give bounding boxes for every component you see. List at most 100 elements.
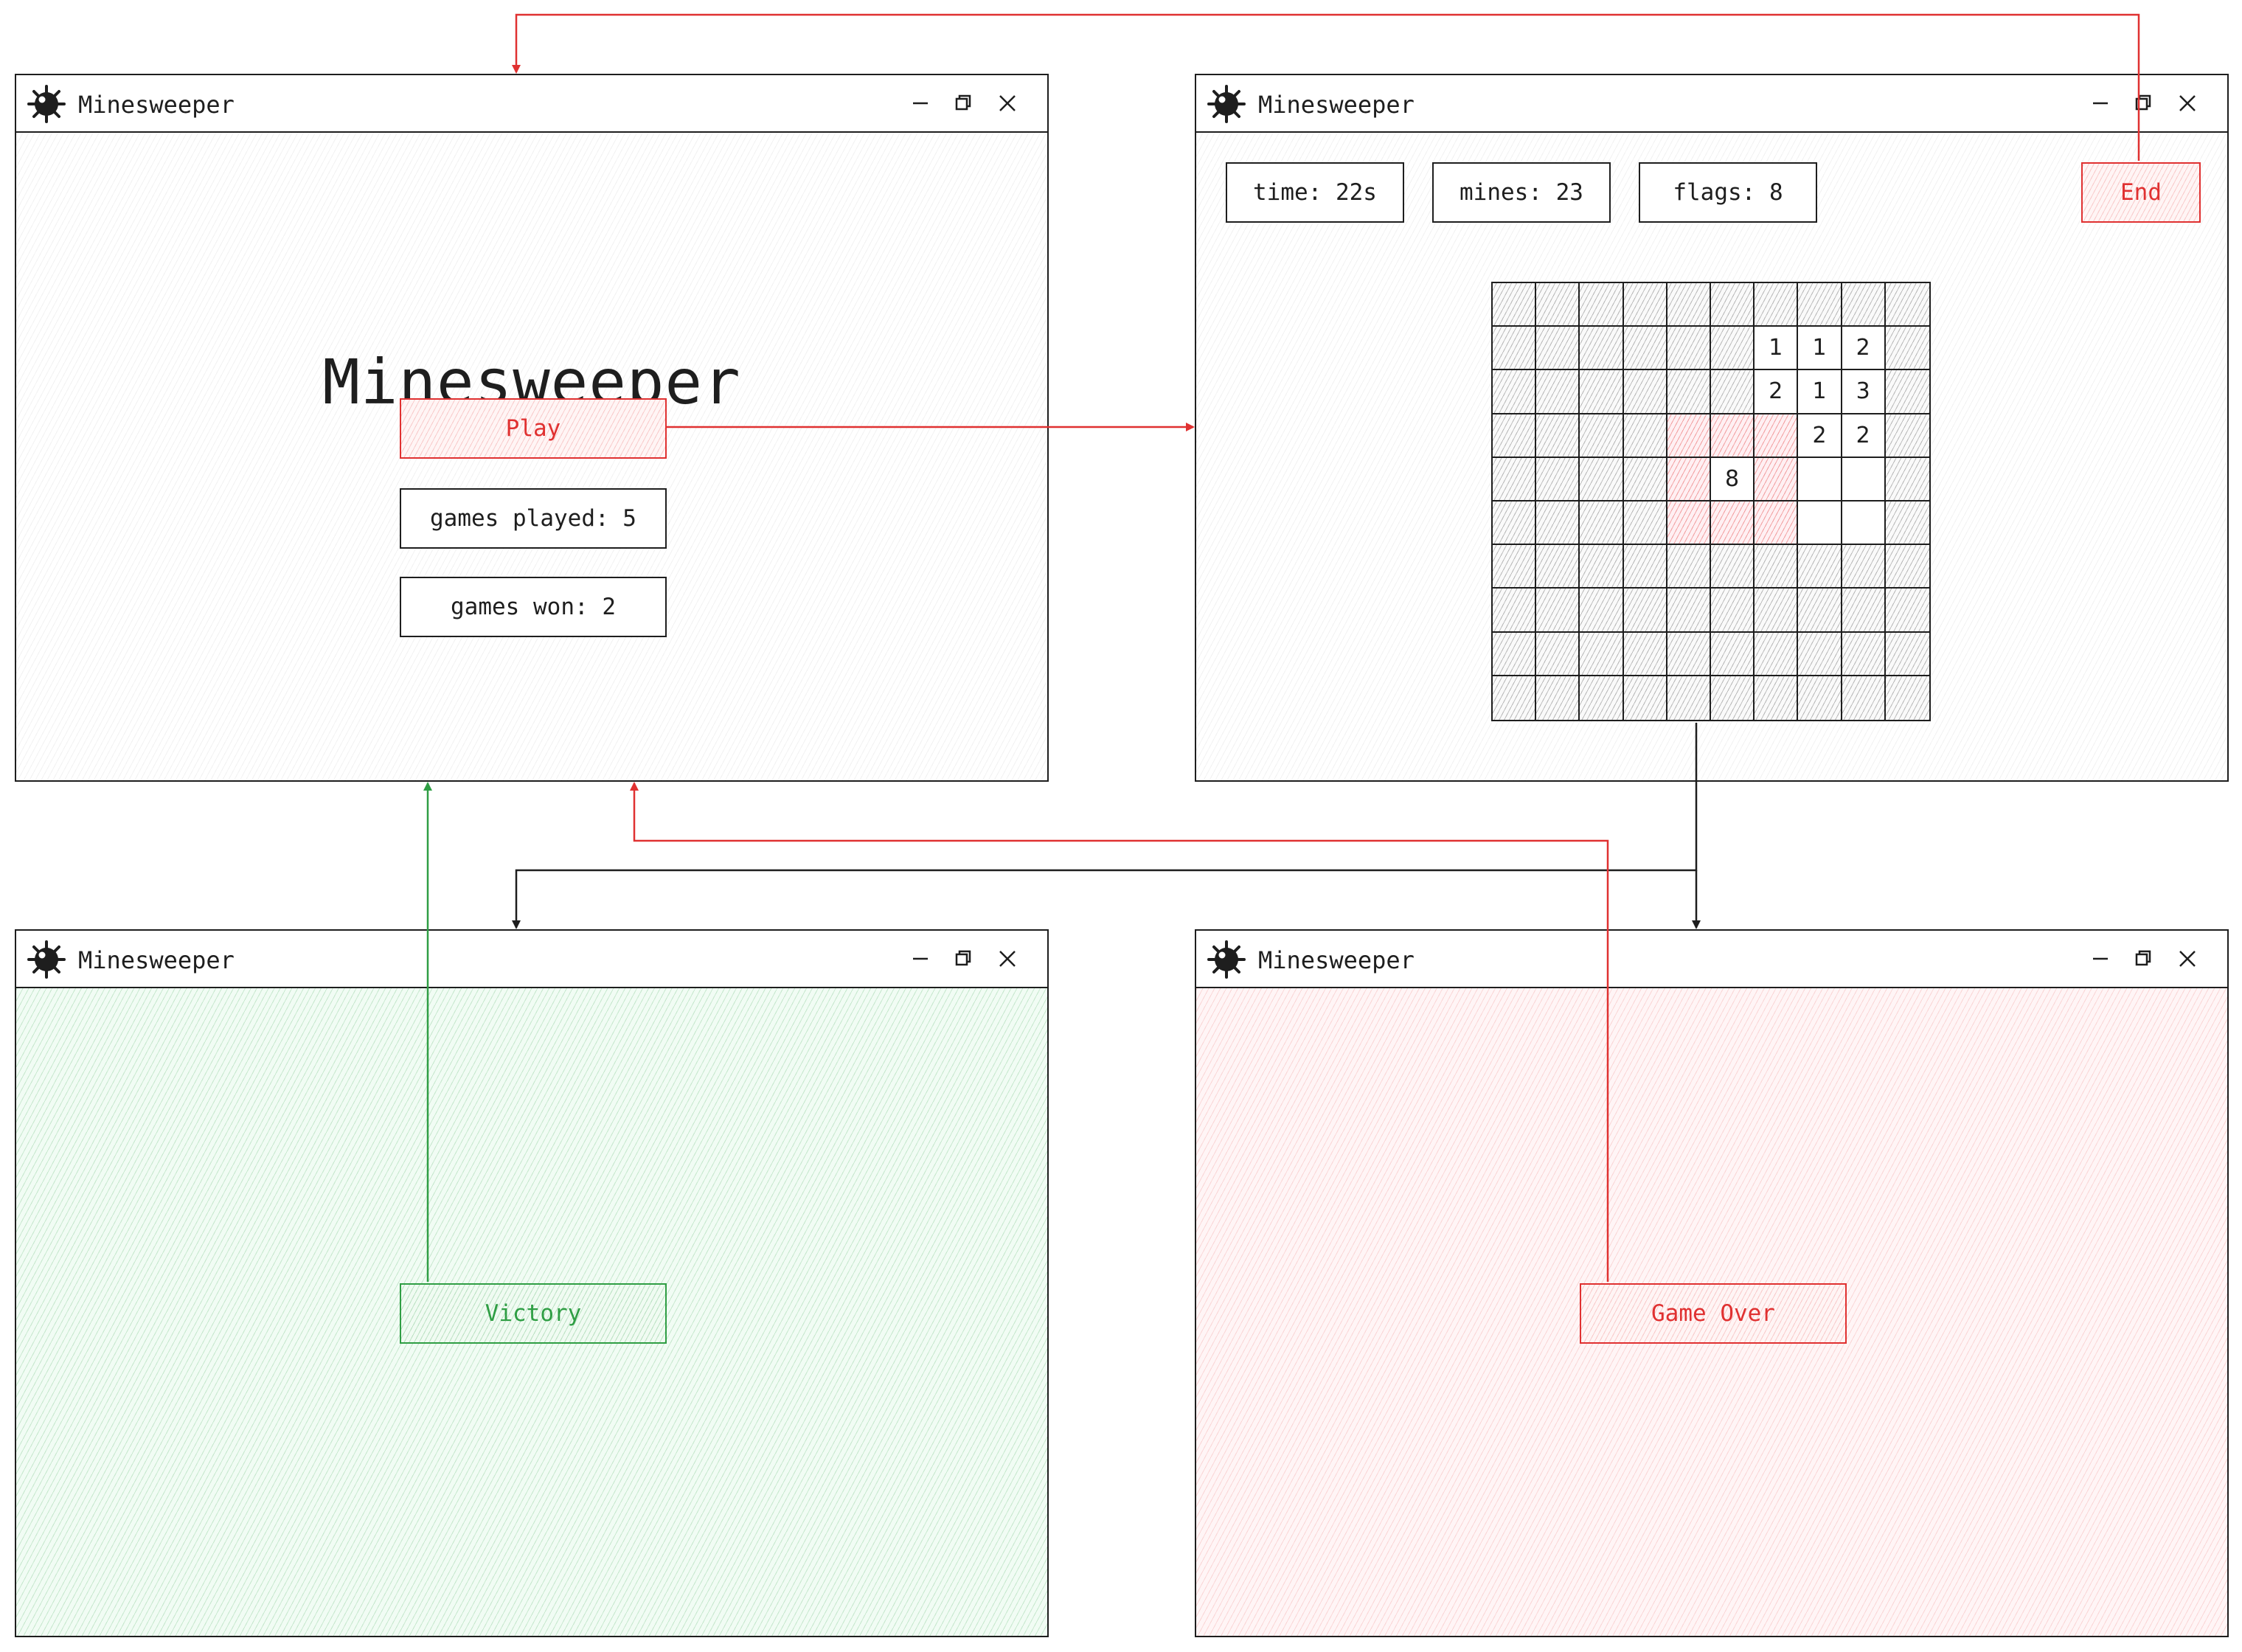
board-cell[interactable] (1755, 414, 1799, 458)
board-cell[interactable] (1798, 283, 1842, 327)
board-cell[interactable] (1885, 589, 1929, 633)
board-cell[interactable] (1842, 545, 1886, 589)
board-cell[interactable] (1755, 457, 1799, 502)
board-cell[interactable] (1885, 370, 1929, 414)
board-cell[interactable] (1493, 502, 1537, 546)
victory-button[interactable]: Victory (400, 1283, 667, 1344)
board-cell[interactable] (1885, 502, 1929, 546)
board-cell[interactable] (1493, 327, 1537, 371)
board-cell[interactable] (1667, 676, 1711, 720)
board-cell[interactable] (1711, 327, 1755, 371)
board-cell[interactable] (1536, 327, 1580, 371)
board-cell[interactable] (1580, 632, 1624, 676)
board-cell[interactable] (1667, 457, 1711, 502)
board-cell[interactable]: 1 (1755, 327, 1799, 371)
board-cell[interactable] (1623, 414, 1667, 458)
board-cell[interactable] (1623, 545, 1667, 589)
board-cell[interactable] (1711, 545, 1755, 589)
board-cell[interactable] (1798, 457, 1842, 502)
board-cell[interactable] (1755, 545, 1799, 589)
restore-icon[interactable] (947, 87, 979, 119)
play-button[interactable]: Play (400, 398, 667, 459)
close-icon[interactable] (991, 87, 1024, 119)
board-cell[interactable] (1755, 283, 1799, 327)
board-cell[interactable] (1536, 414, 1580, 458)
board-cell[interactable] (1623, 589, 1667, 633)
board-cell[interactable] (1667, 414, 1711, 458)
board-cell[interactable] (1711, 414, 1755, 458)
board-cell[interactable] (1580, 545, 1624, 589)
board-cell[interactable]: 8 (1711, 457, 1755, 502)
board-cell[interactable]: 2 (1798, 414, 1842, 458)
board-cell[interactable] (1536, 589, 1580, 633)
board-cell[interactable] (1755, 502, 1799, 546)
board-cell[interactable] (1667, 370, 1711, 414)
board-cell[interactable]: 1 (1798, 370, 1842, 414)
board-cell[interactable] (1580, 327, 1624, 371)
board-cell[interactable] (1580, 283, 1624, 327)
board-cell[interactable] (1711, 632, 1755, 676)
board-cell[interactable] (1580, 676, 1624, 720)
board-cell[interactable] (1493, 632, 1537, 676)
board-cell[interactable] (1711, 676, 1755, 720)
board-cell[interactable] (1885, 632, 1929, 676)
board-cell[interactable] (1623, 632, 1667, 676)
board-cell[interactable] (1493, 414, 1537, 458)
board-cell[interactable] (1842, 457, 1886, 502)
board-cell[interactable] (1798, 589, 1842, 633)
close-icon[interactable] (2171, 943, 2204, 975)
board-cell[interactable] (1580, 457, 1624, 502)
board-cell[interactable] (1623, 676, 1667, 720)
board-cell[interactable] (1623, 370, 1667, 414)
board-cell[interactable] (1842, 502, 1886, 546)
minimize-icon[interactable] (904, 943, 937, 975)
restore-icon[interactable] (2127, 87, 2159, 119)
restore-icon[interactable] (947, 943, 979, 975)
board-cell[interactable] (1580, 370, 1624, 414)
board-cell[interactable]: 2 (1842, 327, 1886, 371)
board-cell[interactable] (1798, 545, 1842, 589)
board-cell[interactable] (1580, 589, 1624, 633)
end-button[interactable]: End (2081, 162, 2201, 223)
close-icon[interactable] (2171, 87, 2204, 119)
board-cell[interactable] (1536, 676, 1580, 720)
board-cell[interactable] (1580, 414, 1624, 458)
board-cell[interactable] (1536, 370, 1580, 414)
board-cell[interactable] (1667, 545, 1711, 589)
board-cell[interactable] (1493, 676, 1537, 720)
board-cell[interactable] (1885, 457, 1929, 502)
minimize-icon[interactable] (2084, 87, 2117, 119)
board-cell[interactable] (1536, 457, 1580, 502)
board-cell[interactable]: 3 (1842, 370, 1886, 414)
board-cell[interactable] (1493, 370, 1537, 414)
board-cell[interactable] (1798, 632, 1842, 676)
minimize-icon[interactable] (2084, 943, 2117, 975)
board-cell[interactable] (1885, 676, 1929, 720)
board-cell[interactable] (1667, 502, 1711, 546)
board-cell[interactable] (1885, 327, 1929, 371)
board-cell[interactable] (1667, 283, 1711, 327)
close-icon[interactable] (991, 943, 1024, 975)
board-cell[interactable] (1842, 283, 1886, 327)
board-cell[interactable] (1711, 589, 1755, 633)
board-cell[interactable] (1711, 502, 1755, 546)
board-cell[interactable] (1842, 589, 1886, 633)
board-cell[interactable] (1711, 283, 1755, 327)
board-cell[interactable] (1580, 502, 1624, 546)
board-cell[interactable]: 2 (1755, 370, 1799, 414)
minimize-icon[interactable] (904, 87, 937, 119)
board-cell[interactable] (1885, 545, 1929, 589)
board-cell[interactable] (1536, 283, 1580, 327)
board-cell[interactable] (1493, 283, 1537, 327)
board-cell[interactable] (1493, 457, 1537, 502)
board-cell[interactable] (1536, 502, 1580, 546)
board-cell[interactable] (1536, 632, 1580, 676)
board-cell[interactable] (1711, 370, 1755, 414)
board-cell[interactable] (1842, 676, 1886, 720)
board-cell[interactable] (1493, 589, 1537, 633)
board-cell[interactable] (1536, 545, 1580, 589)
board-cell[interactable] (1755, 676, 1799, 720)
board-cell[interactable] (1667, 589, 1711, 633)
board-cell[interactable]: 1 (1798, 327, 1842, 371)
board-cell[interactable] (1885, 414, 1929, 458)
